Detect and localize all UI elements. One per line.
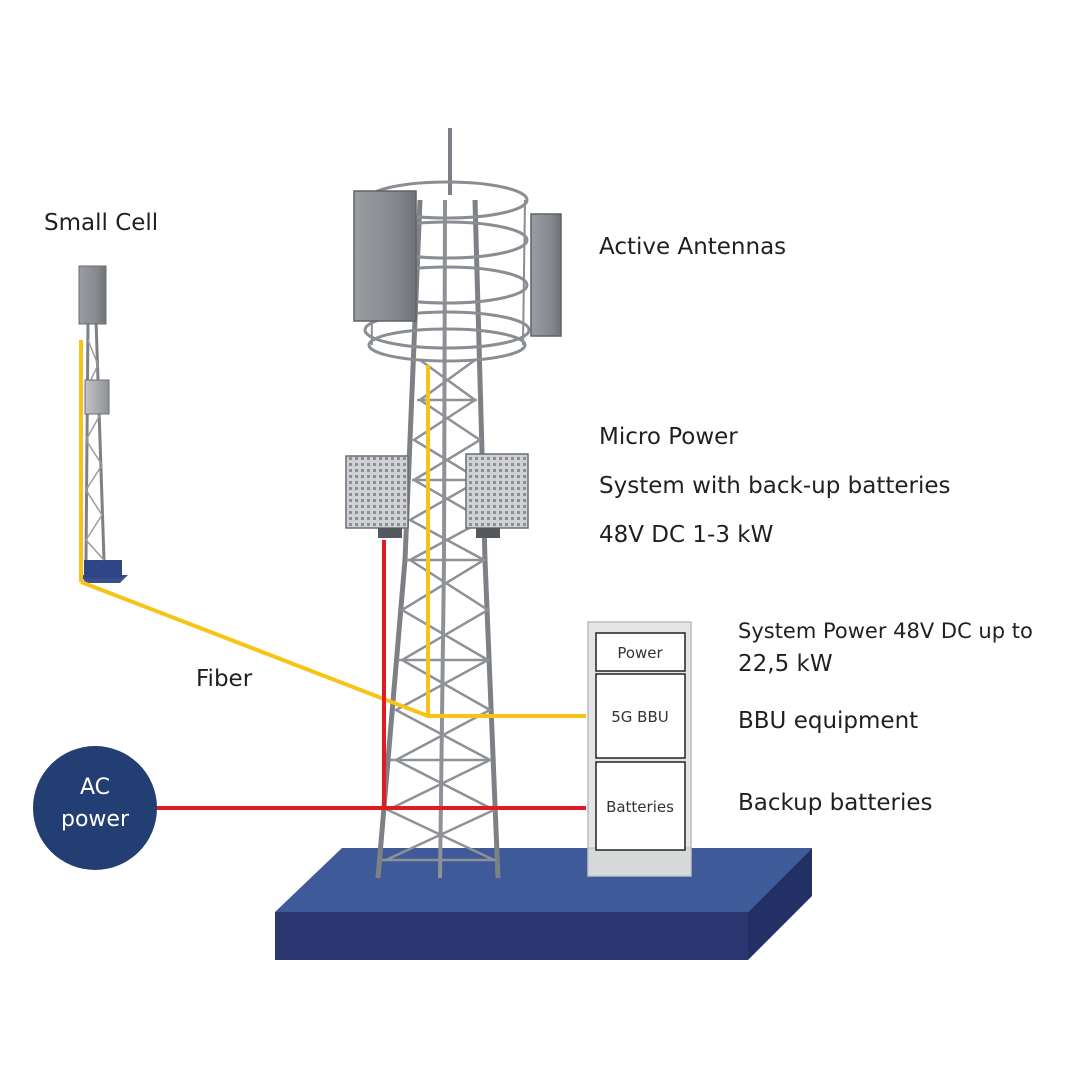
power-cables	[156, 540, 586, 810]
bbu-equipment-label: BBU equipment	[738, 708, 919, 734]
ac-power-label-line2: power	[61, 807, 130, 832]
system-power-label-line2: 22,5 kW	[738, 651, 833, 677]
small-cell-pole	[78, 265, 128, 583]
cabinet-power-label: Power	[617, 644, 663, 662]
active-antennas-label: Active Antennas	[599, 234, 787, 260]
equipment-cabinet: Power 5G BBU Batteries	[587, 621, 692, 877]
fiber-cables	[79, 340, 586, 718]
platform	[275, 848, 812, 960]
micro-power-label-line3: 48V DC 1-3 kW	[599, 522, 774, 548]
cabinet-bbu-label: 5G BBU	[611, 708, 669, 726]
fiber-to-cabinet	[80, 580, 586, 718]
fiber-label: Fiber	[196, 666, 253, 692]
ac-power-source: AC power	[33, 746, 157, 870]
small-cell-label: Small Cell	[44, 210, 159, 236]
system-power-label-line1: System Power 48V DC up to	[738, 619, 1033, 643]
micro-power-label-line1: Micro Power	[599, 424, 738, 450]
ac-power-label-line1: AC	[80, 775, 110, 800]
micro-power-label-line2: System with back-up batteries	[599, 473, 951, 499]
cabinet-batteries-label: Batteries	[606, 798, 674, 816]
backup-batteries-label: Backup batteries	[738, 790, 933, 816]
tower	[345, 128, 562, 879]
